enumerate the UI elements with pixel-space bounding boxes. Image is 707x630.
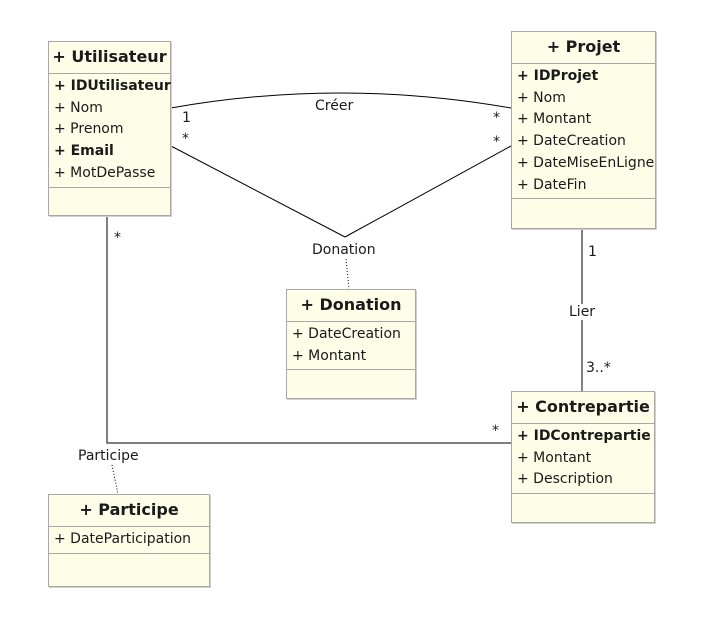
attribute: + Prenom	[54, 121, 124, 138]
class-utilisateur[interactable]: + Utilisateur + IDUtilisateur + Nom + Pr…	[48, 41, 171, 216]
association-donation-line-left	[170, 145, 346, 238]
attribute: + IDProjet	[517, 68, 599, 84]
multiplicity-participe-utilisateur: *	[114, 230, 121, 246]
multiplicity-creer-utilisateur: 1	[182, 110, 191, 126]
class-attributes: + IDProjet + Nom + Montant + DateCreatio…	[512, 64, 655, 200]
association-participe-line	[106, 216, 511, 444]
class-title: + Utilisateur	[49, 42, 170, 74]
class-contrepartie[interactable]: + Contrepartie + IDContrepartie + Montan…	[511, 391, 655, 523]
attribute: + Montant	[517, 449, 592, 466]
attribute: + DateCreation	[517, 133, 626, 150]
class-title: + Contrepartie	[512, 392, 654, 424]
association-label-donation: Donation	[312, 242, 376, 258]
attribute: + DateFin	[517, 176, 587, 193]
class-title: + Donation	[287, 290, 415, 322]
class-title: + Participe	[49, 495, 209, 527]
multiplicity-creer-projet: *	[493, 110, 500, 126]
association-class-link-donation	[345, 258, 350, 290]
attribute: + Montant	[292, 347, 367, 364]
association-creer-line	[170, 92, 512, 109]
multiplicity-participe-contrepartie: *	[492, 423, 499, 439]
attribute: + MotDePasse	[54, 164, 156, 181]
attribute: + DateCreation	[292, 326, 401, 342]
association-label-lier: Lier	[569, 304, 596, 320]
multiplicity-donation-projet: *	[493, 134, 500, 150]
multiplicity-lier-contrepartie: 3..*	[586, 360, 611, 376]
class-attributes: + DateCreation + Montant	[287, 322, 415, 371]
multiplicity-lier-projet: 1	[588, 244, 597, 260]
attribute: + Nom	[54, 99, 103, 116]
attribute: + DateMiseEnLigne	[517, 154, 655, 171]
class-donation[interactable]: + Donation + DateCreation + Montant	[286, 289, 416, 399]
attribute: + Description	[517, 471, 613, 488]
multiplicity-donation-utilisateur: *	[182, 131, 189, 147]
attribute: + Nom	[517, 89, 566, 106]
attribute: + IDUtilisateur	[54, 78, 171, 94]
association-donation-line-right	[344, 145, 512, 238]
association-label-participe: Participe	[78, 448, 139, 464]
class-attributes: + IDUtilisateur + Nom + Prenom + Email +…	[49, 74, 171, 188]
class-attributes: + DateParticipation	[49, 527, 209, 554]
attribute: + Montant	[517, 111, 592, 128]
attribute: + IDContrepartie	[517, 428, 651, 444]
association-class-link-participe	[111, 464, 119, 495]
class-attributes: + IDContrepartie + Montant + Description	[512, 424, 654, 495]
class-participe[interactable]: + Participe + DateParticipation	[48, 494, 210, 587]
attribute: + DateParticipation	[54, 531, 192, 547]
attribute: + Email	[54, 143, 114, 160]
association-label-creer: Créer	[315, 98, 354, 114]
class-projet[interactable]: + Projet + IDProjet + Nom + Montant + Da…	[511, 31, 656, 229]
class-title: + Projet	[512, 32, 655, 64]
